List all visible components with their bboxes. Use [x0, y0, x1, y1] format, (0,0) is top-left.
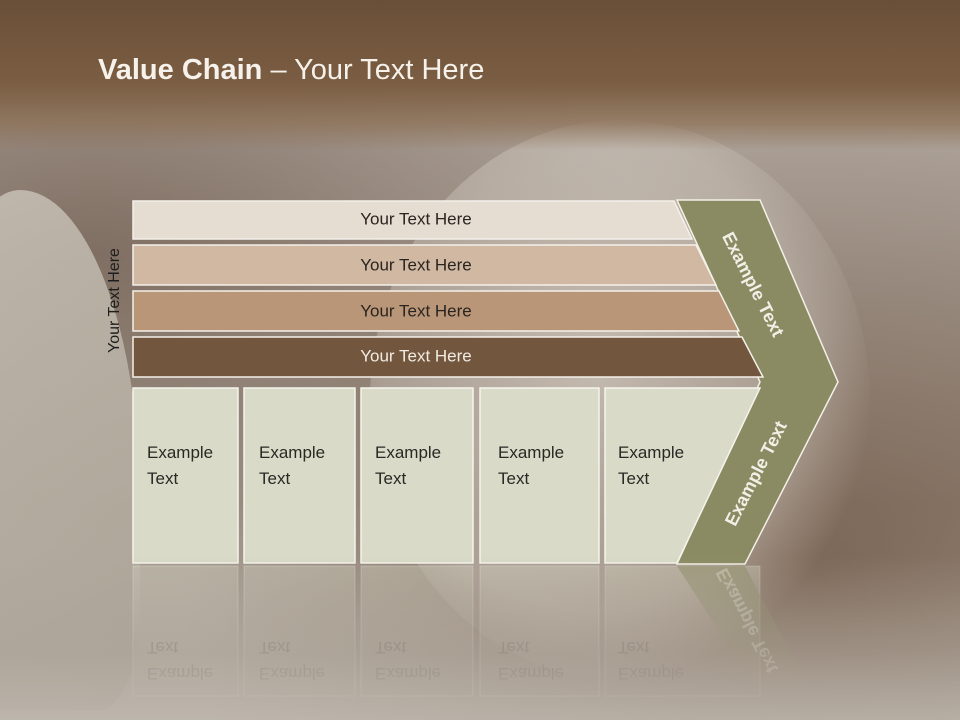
slide-title[interactable]: Value Chain – Your Text Here: [98, 54, 484, 87]
box-1[interactable]: [132, 387, 239, 564]
box-4-line2: Text: [498, 469, 530, 488]
box-2[interactable]: [243, 387, 356, 564]
box-4-text: Example Text: [498, 440, 564, 492]
box-4[interactable]: [479, 387, 600, 564]
bar-4[interactable]: [132, 336, 765, 378]
box-3-text: Example Text: [375, 440, 441, 492]
box-2-line2: Text: [259, 469, 291, 488]
title-rest: – Your Text Here: [262, 54, 485, 86]
box-5-line2: Text: [618, 469, 650, 488]
bottom-fade-overlay: [0, 555, 960, 720]
header-band: [0, 0, 960, 150]
bar-1[interactable]: [132, 200, 694, 240]
bar-4-label: Your Text Here: [360, 346, 472, 365]
bar-3[interactable]: [132, 290, 741, 332]
bar-3-label: Your Text Here: [360, 301, 472, 320]
bar-2[interactable]: [132, 244, 718, 286]
box-3-line1: Example: [375, 443, 442, 462]
box-1-line1: Example: [147, 443, 214, 462]
title-bold: Value Chain: [98, 54, 263, 86]
bar-1-label: Your Text Here: [360, 209, 472, 228]
box-1-line2: Text: [147, 469, 179, 488]
box-5-text: Example Text: [618, 440, 684, 492]
box-1-text: Example Text: [147, 440, 213, 492]
box-3-line2: Text: [375, 469, 407, 488]
box-2-text: Example Text: [259, 440, 325, 492]
box-3[interactable]: [360, 387, 474, 564]
bar-2-label: Your Text Here: [360, 255, 472, 274]
box-2-line1: Example: [259, 443, 326, 462]
box-4-line1: Example: [498, 443, 565, 462]
box-5-line1: Example: [618, 443, 685, 462]
